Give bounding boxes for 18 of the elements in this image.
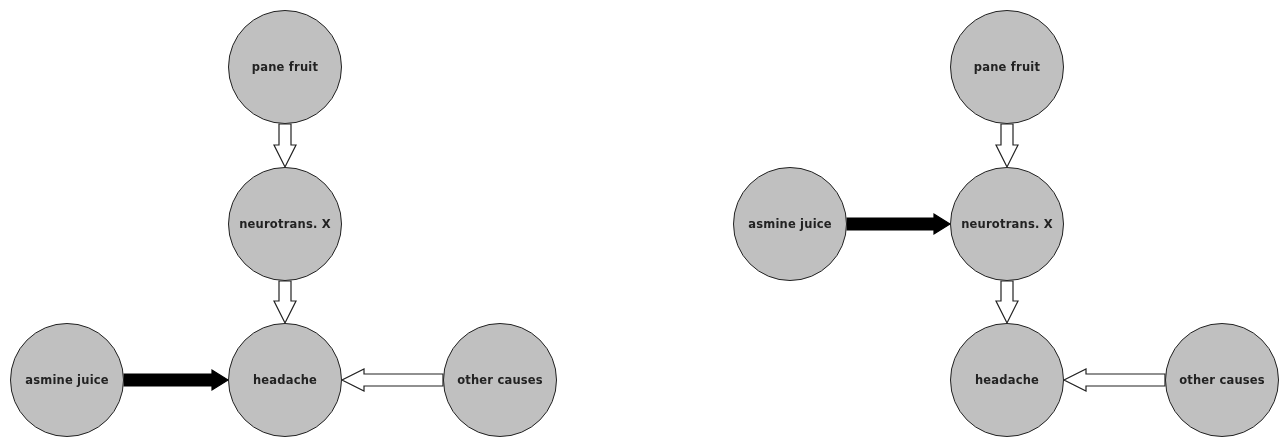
node-label: headache (252, 373, 318, 387)
node-label: asmine juice (25, 373, 109, 387)
node-label: neurotrans. X (239, 217, 331, 231)
solid-block-arrow (846, 212, 952, 236)
hollow-block-arrow (1062, 368, 1166, 392)
hollow-block-arrow (273, 123, 297, 169)
node-label: pane fruit (973, 60, 1041, 74)
node-label: other causes (457, 373, 543, 387)
hollow-block-arrow (995, 123, 1019, 169)
hollow-block-arrow (273, 280, 297, 325)
hollow-block-arrow (340, 368, 444, 392)
node-label: neurotrans. X (961, 217, 1053, 231)
node-label: pane fruit (251, 60, 319, 74)
solid-block-arrow (123, 368, 230, 392)
node-label: other causes (1179, 373, 1265, 387)
node-label: asmine juice (748, 217, 832, 231)
node-label: headache (974, 373, 1040, 387)
hollow-block-arrow (995, 280, 1019, 325)
